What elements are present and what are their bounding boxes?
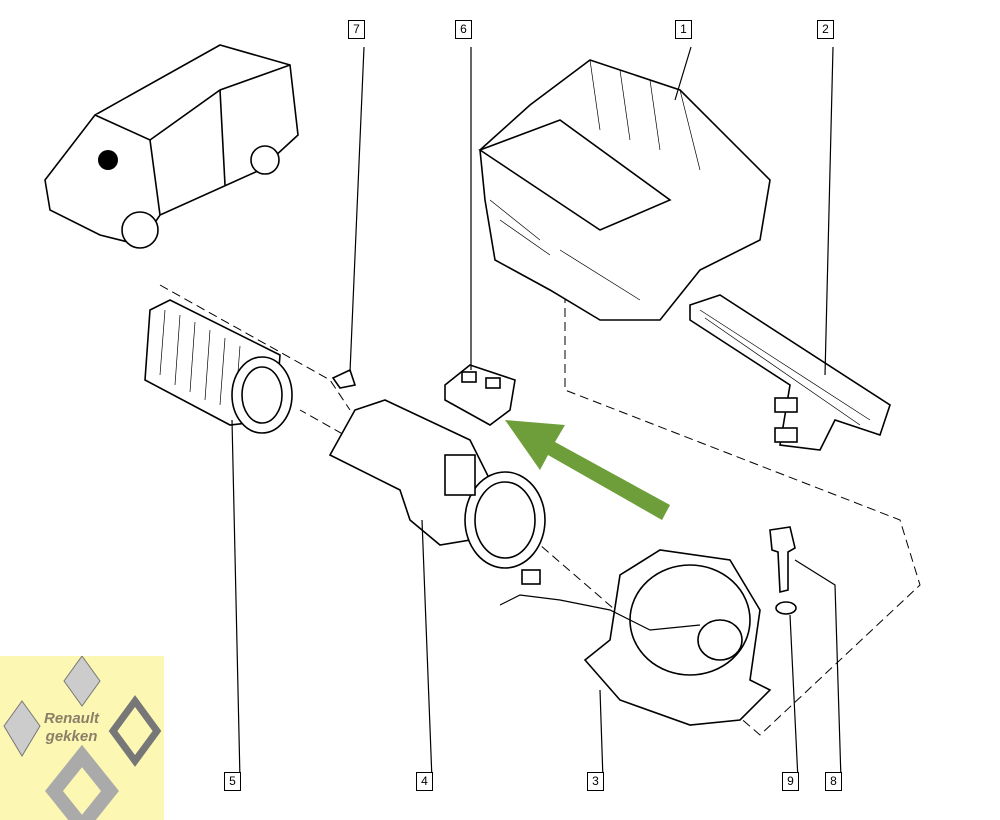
callout-7: 7: [348, 20, 365, 39]
heater-housing: [478, 59, 771, 321]
assembly-line: [299, 280, 921, 736]
logo-line-2: gekken: [45, 728, 98, 745]
callout-5: 5: [224, 772, 241, 791]
callout-3: 3: [587, 772, 604, 791]
van-illustration: [44, 44, 299, 249]
logo-text: Renault gekken: [44, 710, 99, 746]
callout-2: 2: [817, 20, 834, 39]
callout-9: 9: [782, 772, 799, 791]
blower-duct: [328, 399, 546, 569]
bolt: [769, 526, 797, 615]
clip: [331, 368, 357, 389]
callout-4: 4: [416, 772, 433, 791]
renault-gekken-logo: Renault gekken: [0, 656, 164, 820]
callout-8: 8: [825, 772, 842, 791]
green-arrow-indicator: [505, 420, 670, 520]
blower-motor: [499, 549, 772, 726]
pollen-filter: [144, 299, 293, 434]
renault-diamond-icons: [3, 656, 162, 820]
callout-6: 6: [455, 20, 472, 39]
logo-line-1: Renault: [44, 710, 100, 727]
heater-radiator: [689, 294, 891, 451]
blower-resistor: [444, 364, 516, 426]
callout-1: 1: [675, 20, 692, 39]
leader-lines: [231, 46, 842, 781]
assembly-line: [159, 284, 351, 411]
washer: [775, 601, 797, 615]
